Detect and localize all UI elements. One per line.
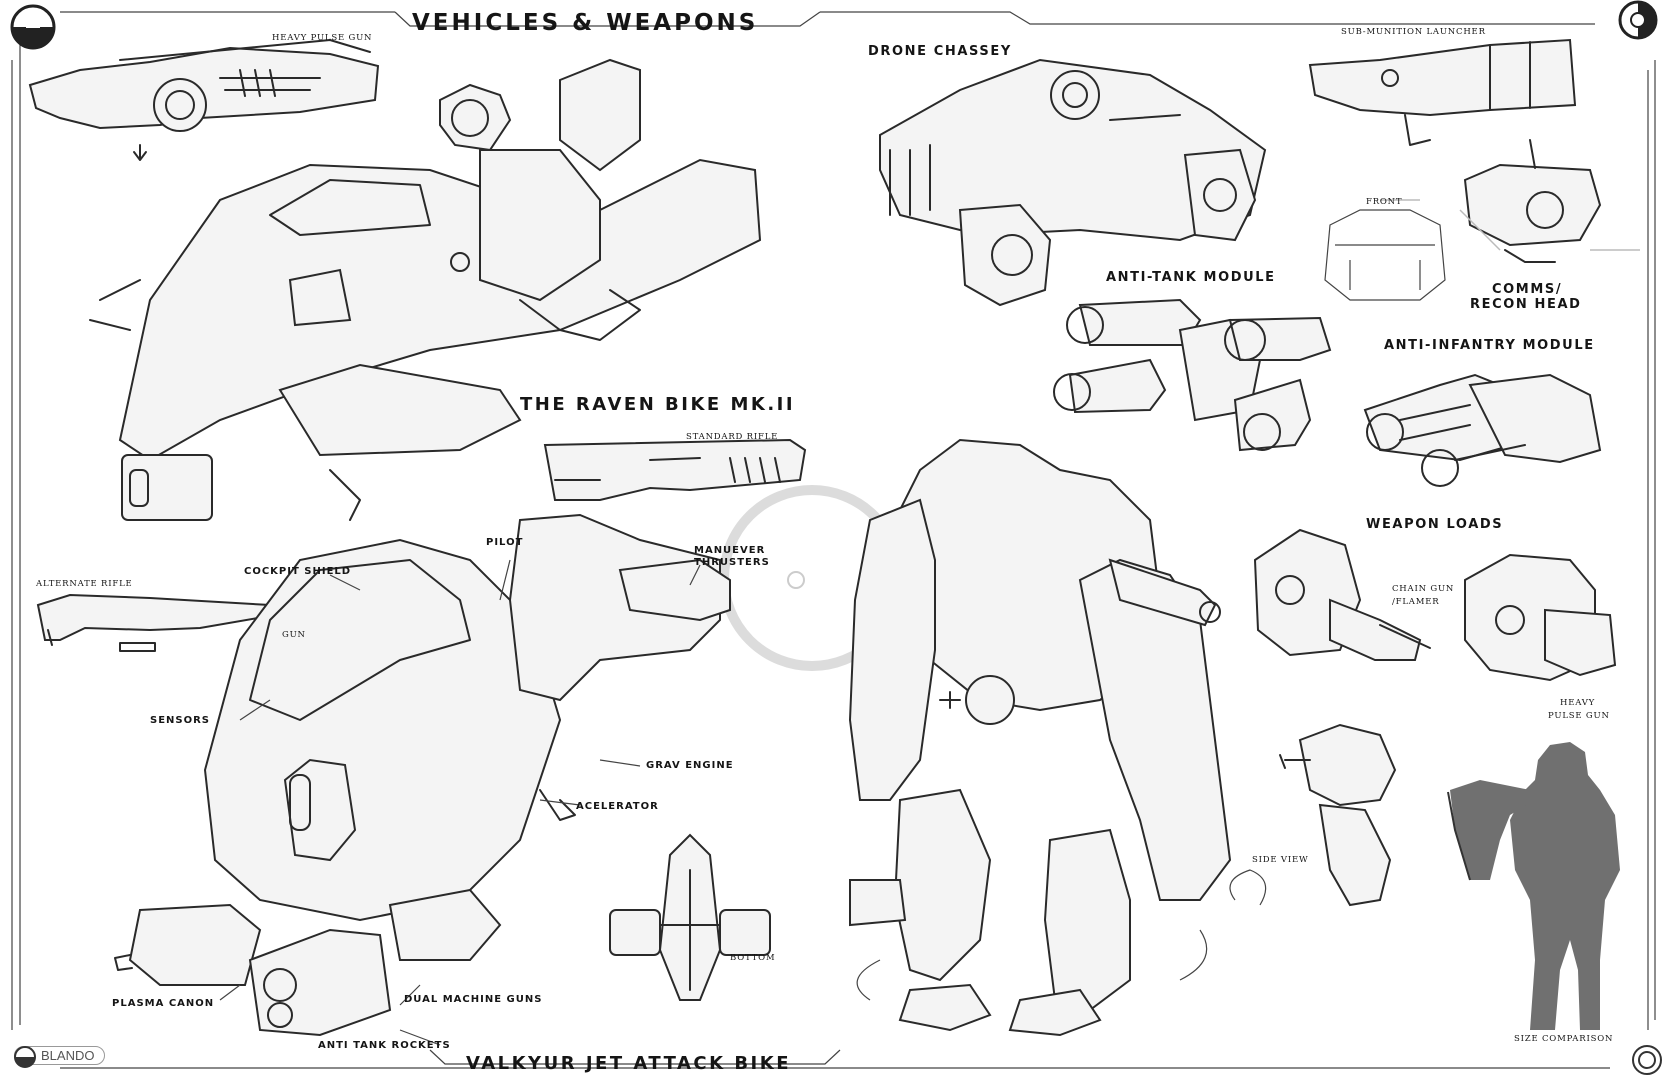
label-anti-tank-rockets: Anti Tank Rockets: [318, 1040, 451, 1051]
size-comparison-silhouette: [1447, 742, 1620, 1030]
anti-tank-module-sketch: [1053, 298, 1332, 452]
label-weapon-loads: Weapon Loads: [1366, 517, 1504, 532]
label-cockpit-shield: Cockpit Shield: [244, 566, 352, 577]
drone-chassey-sketch: [879, 58, 1267, 307]
label-bottom: Bottom: [730, 953, 776, 963]
label-chain-gun-2: /Flamer: [1392, 597, 1440, 607]
artist-tag: BLANDO: [41, 1048, 95, 1063]
label-pilot: Pilot: [486, 537, 524, 548]
valkyur-bike-sketch: [114, 513, 731, 1037]
raven-bike-sketch: [89, 58, 762, 521]
side-view-sketch: [1229, 723, 1397, 907]
label-valkyur: Valkyur Jet Attack Bike: [466, 1053, 791, 1074]
label-standard-rifle: Standard Rifle: [686, 432, 779, 442]
sub-munition-launcher-sketch: [1308, 38, 1577, 146]
label-acelerator: Acelerator: [576, 801, 659, 812]
label-sensors: Sensors: [150, 715, 211, 726]
bottom-view-sketch: [609, 833, 771, 1001]
anti-infantry-module-sketch: [1363, 373, 1602, 487]
label-front: Front: [1366, 197, 1403, 207]
label-drone-chassey: Drone Chassey: [868, 44, 1012, 59]
label-comms-1: Comms/: [1492, 282, 1563, 297]
label-grav-engine: Grav Engine: [646, 760, 734, 771]
heavy-pulse-gun-sketch: [28, 39, 380, 161]
chain-gun-load-sketch: [1253, 528, 1431, 661]
label-chain-gun-1: Chain Gun: [1392, 584, 1455, 594]
front-view-sketch: [1324, 209, 1446, 301]
label-dual-machine-guns: Dual Machine Guns: [404, 994, 543, 1005]
standard-rifle-sketch: [543, 438, 807, 501]
heavy-pulse-gun-load-sketch: [1464, 553, 1617, 682]
label-anti-infantry-module: Anti-Infantry Module: [1384, 338, 1595, 353]
label-anti-tank-module: Anti-Tank Module: [1106, 270, 1276, 285]
label-heavy-pulse-gun-top: Heavy Pulse Gun: [272, 33, 373, 43]
label-size-comparison: Size Comparison: [1514, 1034, 1614, 1044]
label-side-view: Side View: [1252, 855, 1309, 865]
corner-logo-icon: [10, 4, 56, 50]
label-heavy-pulse-gun-2: Pulse Gun: [1548, 711, 1610, 721]
artist-logo-icon: [14, 1046, 36, 1068]
callout-lines: [219, 199, 1640, 1046]
sheet-frame: [11, 11, 1656, 1069]
label-heavy-pulse-gun-1: Heavy: [1560, 698, 1596, 708]
mech-sketch: [848, 438, 1232, 1037]
label-raven-bike: The Raven Bike Mk.II: [520, 394, 796, 415]
alternate-rifle-sketch: [36, 593, 277, 652]
label-plasma-canon: Plasma Canon: [112, 998, 215, 1009]
label-maneuver-thrusters-2: Thrusters: [694, 557, 770, 568]
label-gun: Gun: [282, 630, 306, 640]
comms-head-sketch: [1463, 139, 1602, 263]
corner-logo-icon: [1618, 0, 1658, 40]
label-alternate-rifle: Alternate Rifle: [36, 579, 133, 589]
sheet-title: Vehicles & Weapons: [412, 10, 759, 36]
label-comms-2: Recon Head: [1470, 297, 1582, 312]
corner-ring-icon: [1632, 1045, 1662, 1075]
label-maneuver-thrusters-1: Manuever: [694, 545, 766, 556]
label-sub-munition-launcher: Sub-Munition Launcher: [1341, 27, 1486, 37]
